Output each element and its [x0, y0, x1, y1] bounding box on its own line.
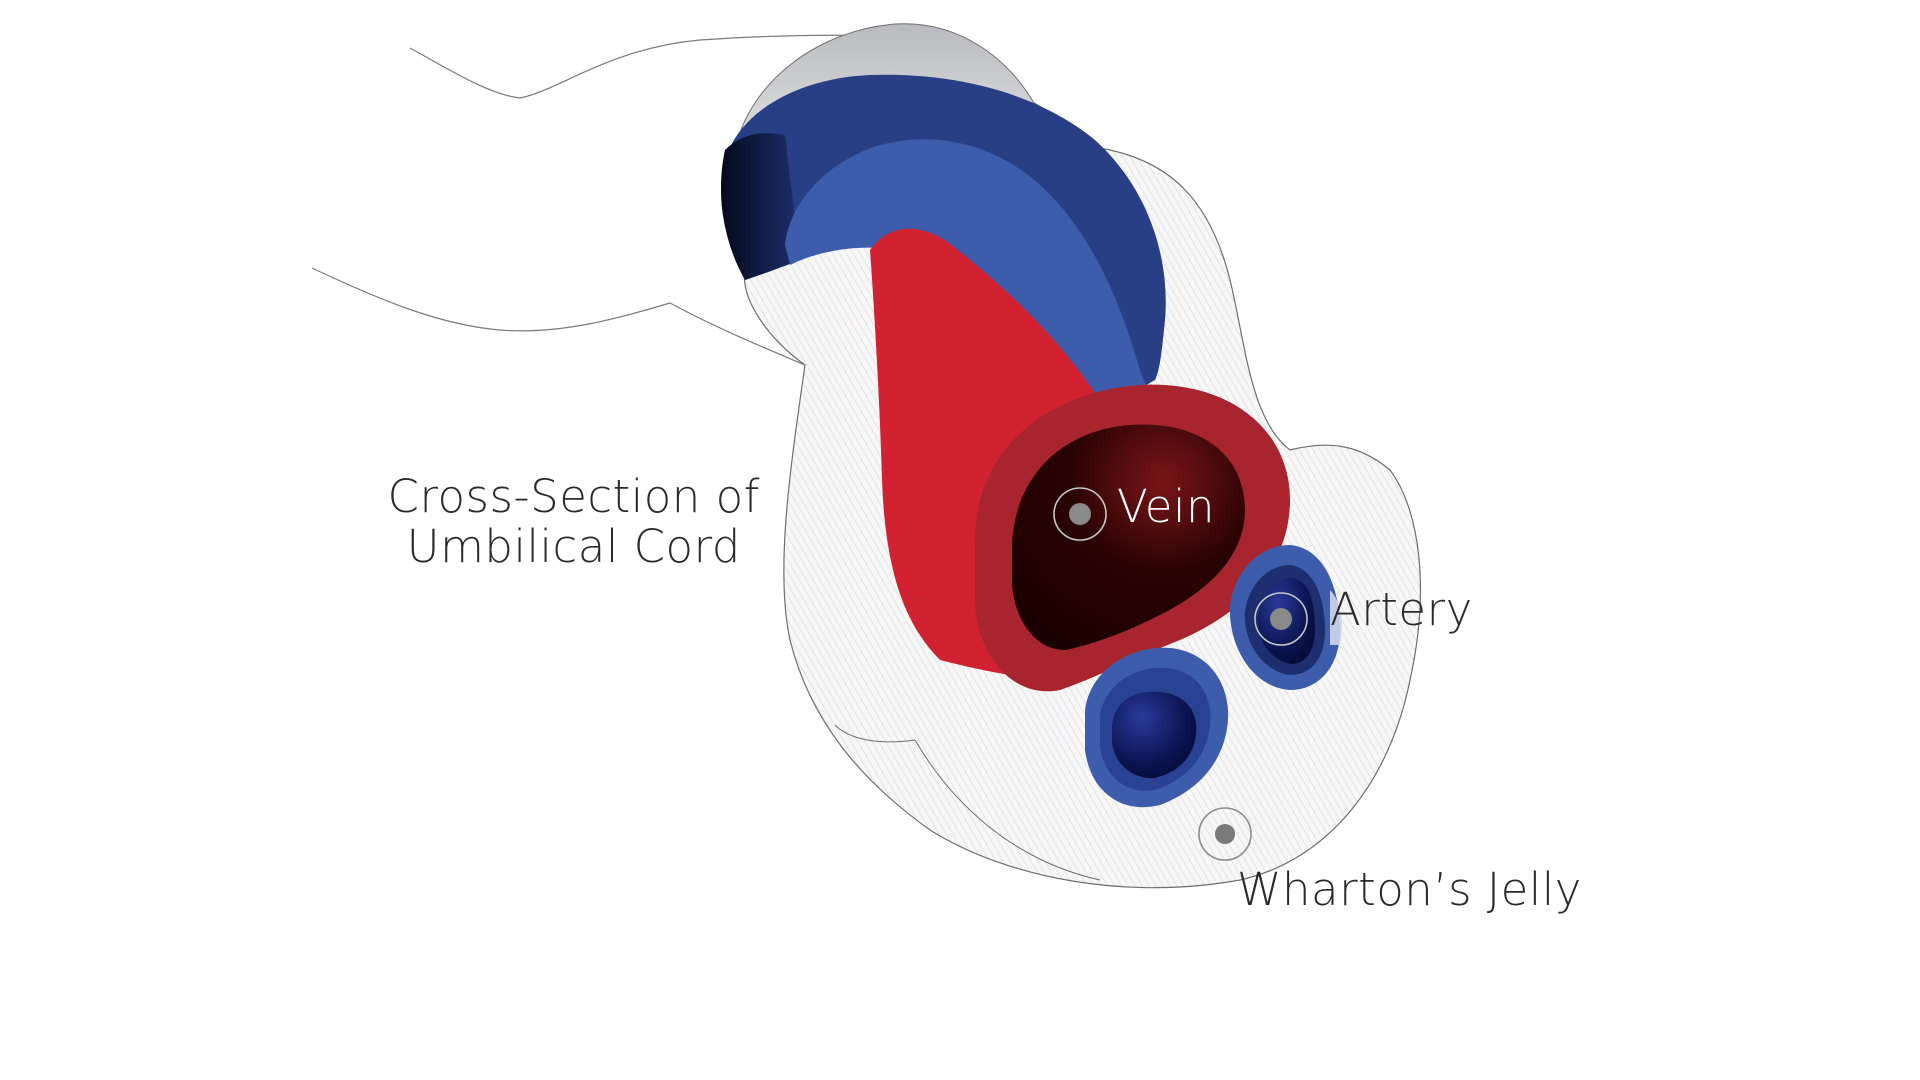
- vein-marker: [1053, 487, 1107, 541]
- diagram-title: Cross-Section of Umbilical Cord: [388, 472, 760, 572]
- artery-marker: [1254, 592, 1308, 646]
- cord-segment-curve: [914, 739, 1101, 881]
- title-line-2: Umbilical Cord: [406, 520, 741, 573]
- vein-tube: [870, 228, 1100, 675]
- vein-label: Vein: [1117, 480, 1215, 533]
- wharton-jelly-label: Wharton’s Jelly: [1237, 863, 1582, 916]
- artery-label: Artery: [1330, 583, 1473, 636]
- artery-bottom: [1085, 647, 1229, 808]
- placenta-outline: [409, 34, 881, 99]
- title-line-1: Cross-Section of: [387, 470, 760, 523]
- placenta-outline-lower: [311, 267, 806, 366]
- vein-lumen: [1011, 424, 1245, 650]
- cord-segment-line: [834, 724, 916, 743]
- artery-tube-end: [721, 133, 800, 280]
- wharton-jelly-marker: [1198, 807, 1252, 861]
